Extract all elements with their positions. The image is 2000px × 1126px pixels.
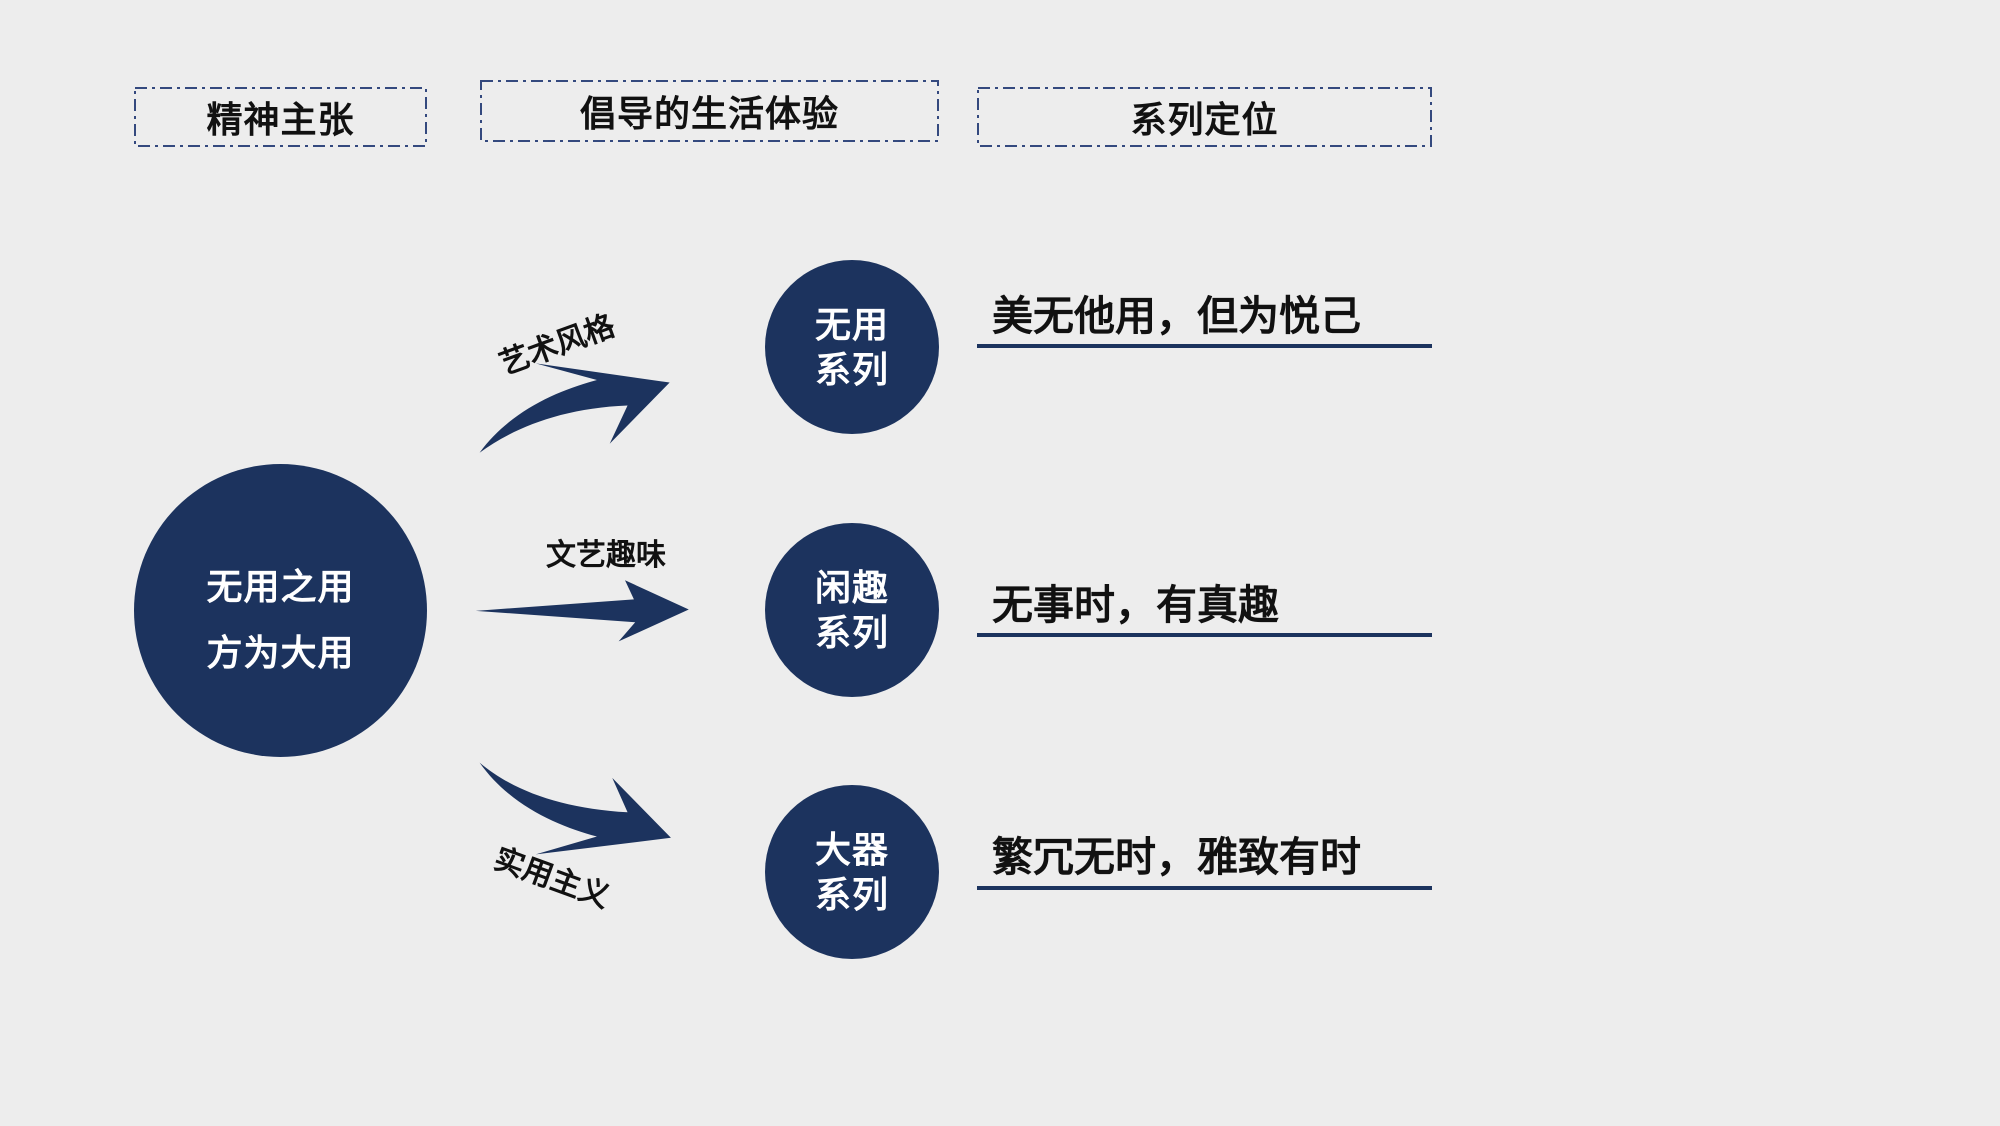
series-name-line-2: 系列 [814, 874, 889, 915]
series-name-line-1: 无用 [814, 304, 889, 345]
header-positioning-label: 系列定位 [1130, 99, 1279, 140]
series-tagline-xianqu: 无事时，有真趣 [992, 582, 1279, 628]
header-frame [134, 87, 427, 147]
header-experience: 倡导的生活体验 [480, 80, 939, 142]
tagline-underline [977, 344, 1432, 348]
tagline-underline [977, 886, 1432, 890]
series-name-line-2: 系列 [814, 349, 889, 390]
core-line-2: 方为大用 [206, 631, 355, 673]
arrow-down-right [479, 762, 671, 855]
series-circle-xianqu: 闲趣 系列 [765, 523, 939, 697]
series-tagline-wuyong: 美无他用，但为悦己 [992, 293, 1361, 339]
header-frame [977, 87, 1432, 147]
core-line-1: 无用之用 [206, 565, 355, 607]
header-experience-label: 倡导的生活体验 [579, 93, 839, 134]
header-positioning: 系列定位 [977, 87, 1432, 147]
core-concept-circle: 无用之用 方为大用 [134, 464, 427, 757]
header-frame [480, 80, 939, 142]
series-tagline-daqi: 繁冗无时，雅致有时 [992, 834, 1361, 880]
series-circle-daqi: 大器 系列 [765, 785, 939, 959]
header-spirit-label: 精神主张 [206, 99, 355, 140]
series-name-line-2: 系列 [814, 612, 889, 653]
series-name-line-1: 闲趣 [814, 567, 889, 608]
series-name-line-1: 大器 [814, 829, 889, 870]
tagline-underline [977, 633, 1432, 637]
arrow-right [475, 580, 689, 642]
arrow-up-right [479, 363, 670, 453]
series-circle-wuyong: 无用 系列 [765, 260, 939, 434]
header-spirit: 精神主张 [134, 87, 427, 147]
arrow-label-literary-interest: 文艺趣味 [546, 539, 666, 572]
